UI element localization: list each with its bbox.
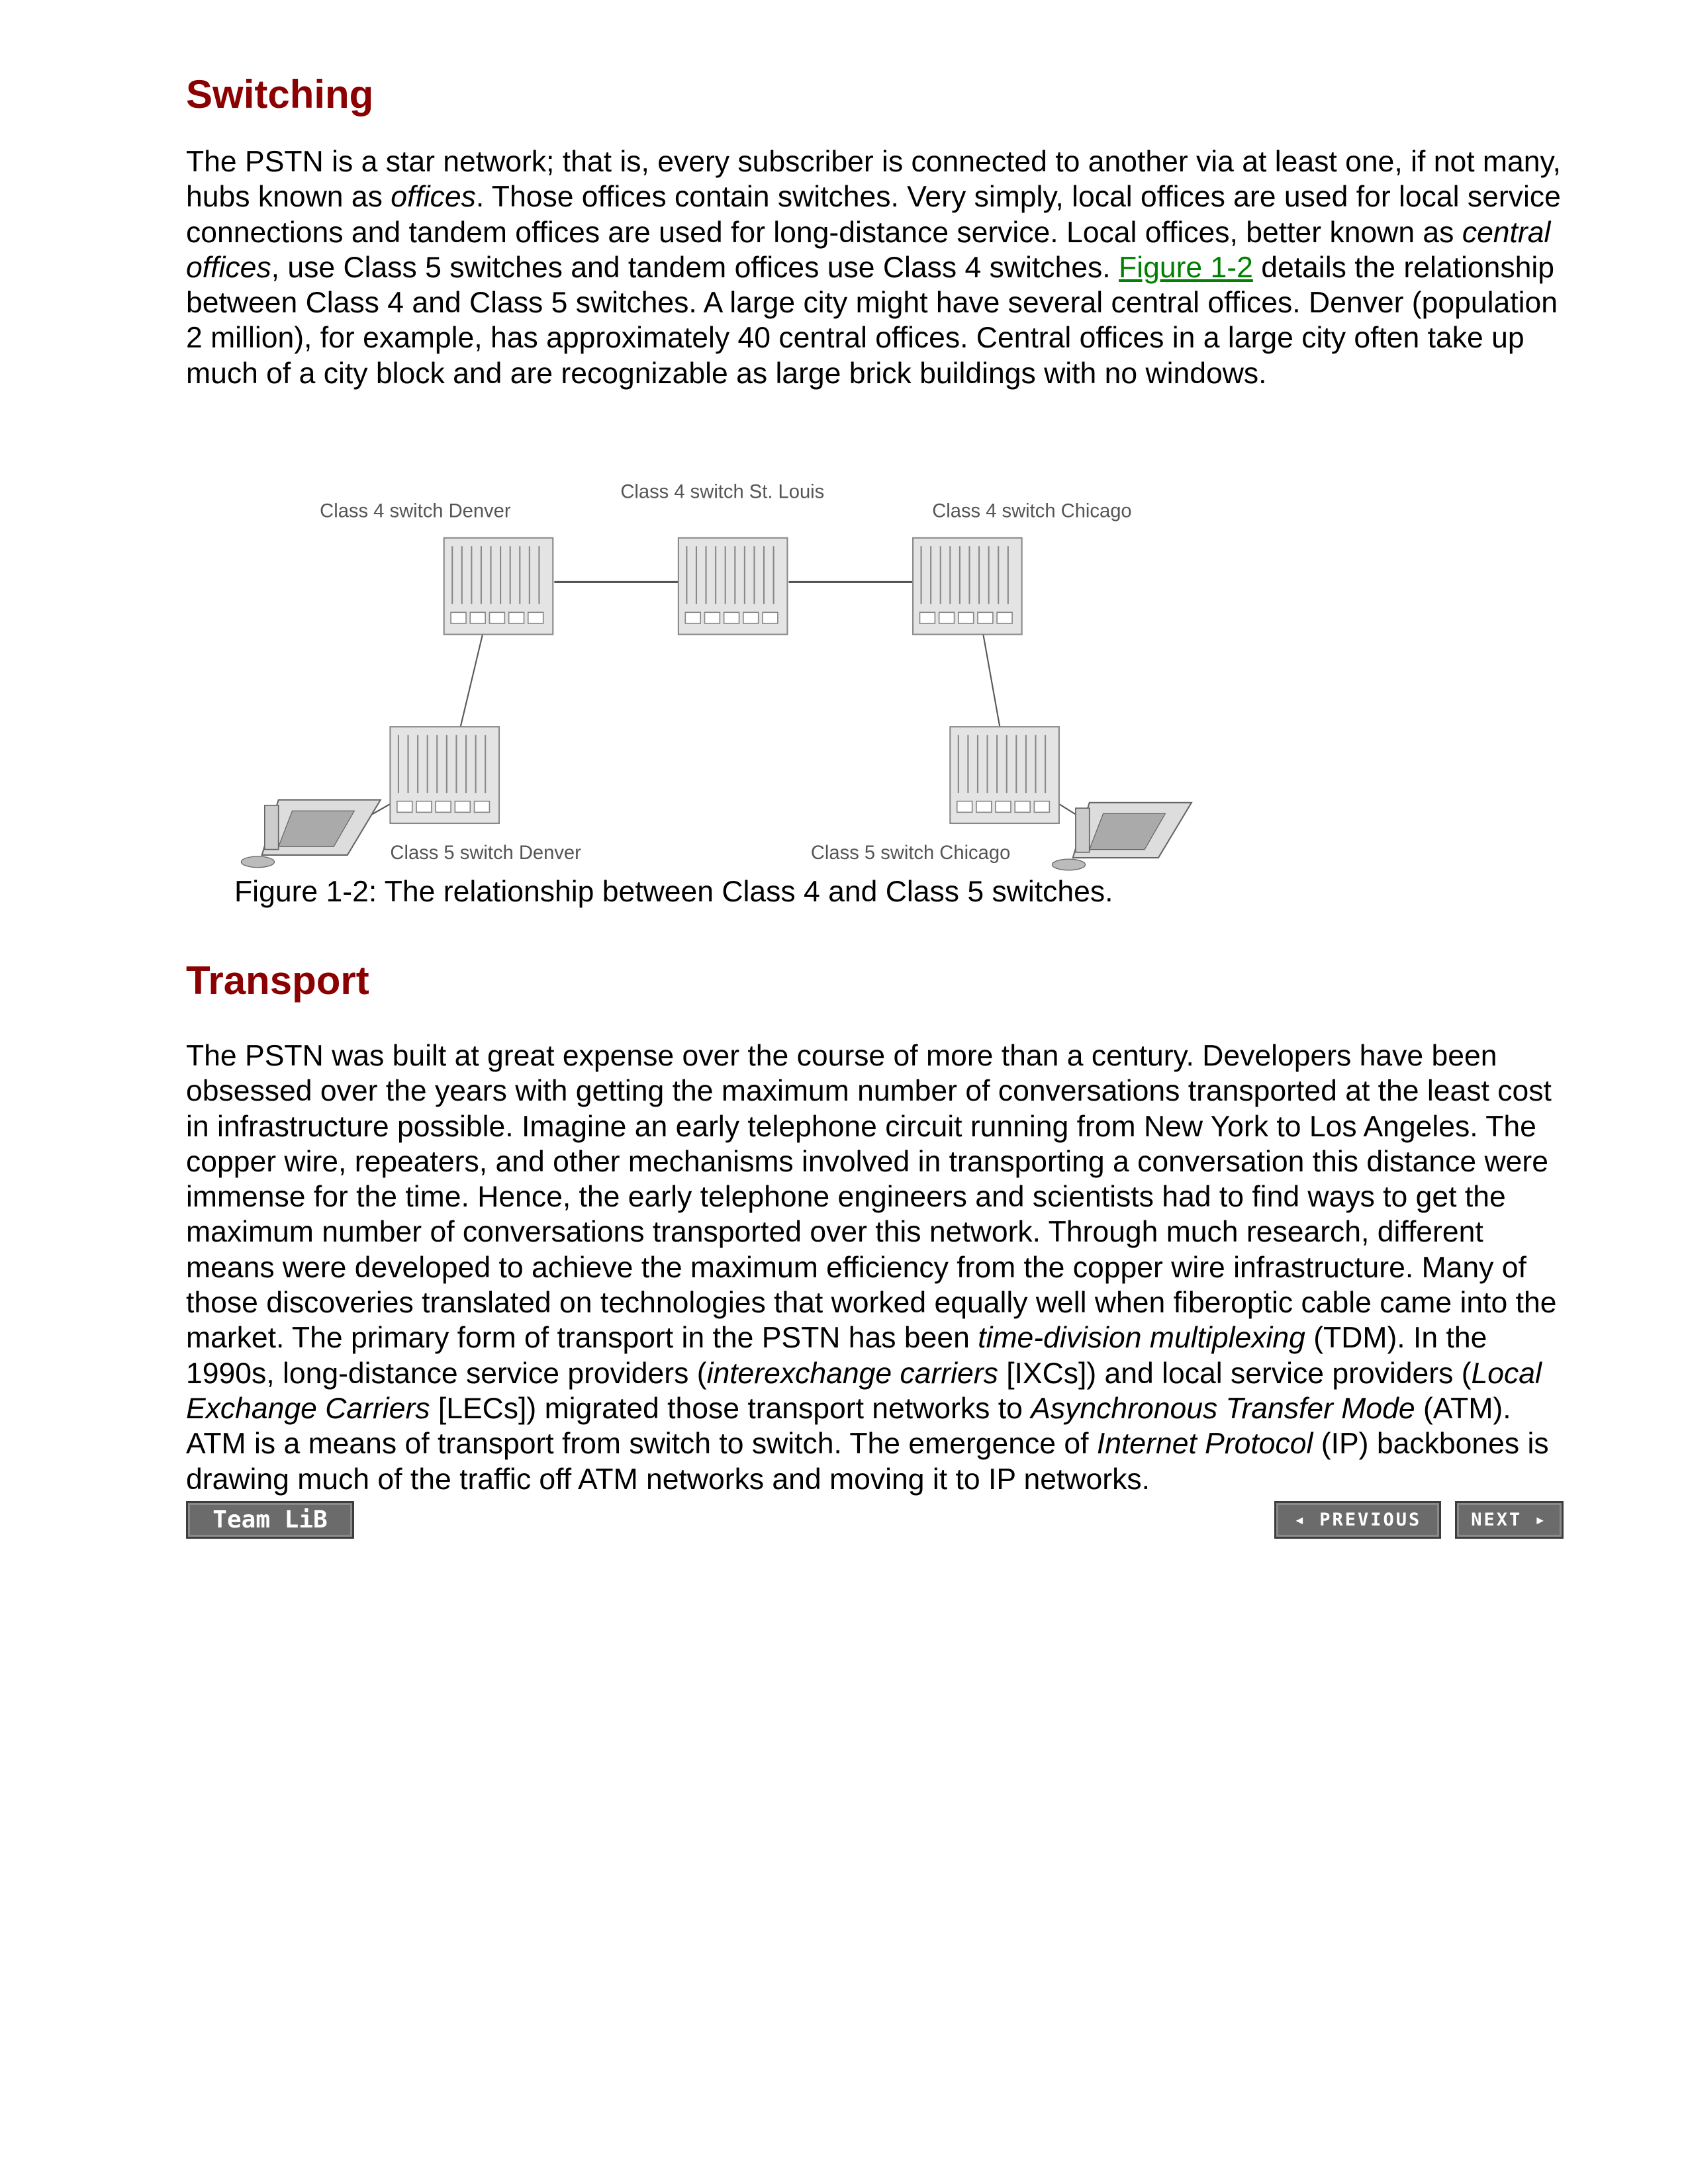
- switching-paragraph: The PSTN is a star network; that is, eve…: [186, 144, 1563, 391]
- switch-port: [435, 800, 451, 813]
- italic-term: Asynchronous Transfer Mode: [1031, 1392, 1415, 1425]
- text-run: (TDM). In the 1990s, long-distance servi…: [186, 1322, 1487, 1390]
- class4-class5-diagram: Class 4 switch Denver Class 4 switch St.…: [240, 481, 1193, 871]
- label-c5-denver: Class 5 switch Denver: [390, 842, 581, 864]
- switch-port: [996, 612, 1013, 624]
- figure-caption: Figure 1-2: The relationship between Cla…: [234, 876, 1113, 908]
- switch-c4-chicago: [912, 537, 1023, 635]
- link-line: [982, 634, 1001, 727]
- text-run: details the relationship between Class 4…: [186, 251, 1558, 390]
- switch-port: [919, 612, 936, 624]
- label-c5-chicago: Class 5 switch Chicago: [811, 842, 1010, 864]
- link-line: [459, 634, 484, 727]
- next-button[interactable]: NEXT ▸: [1455, 1501, 1564, 1539]
- text-run: [IXCs]) and local service providers (: [998, 1357, 1472, 1390]
- switch-port: [995, 800, 1011, 813]
- phone-cord: [240, 856, 275, 868]
- phone-keypad: [277, 810, 355, 848]
- switch-port: [1014, 800, 1031, 813]
- switch-port: [938, 612, 955, 624]
- italic-term: offices: [391, 181, 476, 214]
- switch-port: [704, 612, 721, 624]
- italic-term: central offices: [186, 216, 1551, 284]
- switch-port: [450, 612, 467, 624]
- switch-port: [508, 612, 525, 624]
- switching-heading: Switching: [186, 72, 374, 116]
- phone-handset: [1075, 807, 1090, 853]
- switch-port: [473, 800, 491, 813]
- switch-c4-stlouis: [677, 537, 788, 635]
- text-run: The PSTN is a star network; that is, eve…: [186, 146, 1561, 214]
- text-run: The PSTN was built at great expense over…: [186, 1040, 1557, 1355]
- switch-port: [527, 612, 544, 624]
- switch-port: [742, 612, 759, 624]
- italic-term: time-division multiplexing: [978, 1322, 1305, 1355]
- figure-link[interactable]: Figure 1-2: [1119, 251, 1253, 284]
- phone-cord: [1051, 858, 1086, 871]
- telephone-icon: [240, 799, 382, 868]
- text-run: [LECs]) migrated those transport network…: [430, 1392, 1031, 1425]
- switch-c5-chicago: [949, 726, 1060, 825]
- switch-port: [976, 800, 992, 813]
- switch-port: [957, 612, 974, 624]
- phone-keypad: [1088, 813, 1166, 850]
- switch-c5-denver: [389, 726, 500, 825]
- telephone-icon: [1051, 801, 1193, 871]
- switch-port: [977, 612, 994, 624]
- previous-button[interactable]: ◂ PREVIOUS: [1274, 1501, 1441, 1539]
- text-run: (ATM). ATM is a means of transport from …: [186, 1392, 1511, 1461]
- switch-port: [397, 800, 413, 813]
- switch-port: [956, 800, 973, 813]
- transport-heading: Transport: [186, 958, 369, 1003]
- label-c4-chicago: Class 4 switch Chicago: [932, 501, 1131, 522]
- transport-paragraph: The PSTN was built at great expense over…: [186, 1038, 1563, 1497]
- switch-c4-denver: [443, 537, 554, 635]
- italic-term: interexchange carriers: [706, 1357, 998, 1390]
- switch-port: [469, 612, 487, 624]
- italic-term: Local Exchange Carriers: [186, 1357, 1542, 1425]
- switch-port: [1033, 800, 1051, 813]
- switch-port: [723, 612, 740, 624]
- text-run: . Those offices contain switches. Very s…: [186, 181, 1561, 249]
- italic-term: Internet Protocol: [1096, 1428, 1313, 1461]
- label-c4-stlouis: Class 4 switch St. Louis: [620, 481, 824, 502]
- switch-port: [416, 800, 432, 813]
- text-run: (IP) backbones is drawing much of the tr…: [186, 1428, 1549, 1496]
- text-run: , use Class 5 switches and tandem office…: [271, 251, 1119, 284]
- label-c4-denver: Class 4 switch Denver: [320, 501, 511, 522]
- phone-handset: [264, 805, 279, 850]
- switch-port: [762, 612, 778, 624]
- team-lib-button[interactable]: Team LiB: [186, 1501, 354, 1539]
- switch-port: [489, 612, 506, 624]
- switch-port: [684, 612, 702, 624]
- switch-port: [454, 800, 471, 813]
